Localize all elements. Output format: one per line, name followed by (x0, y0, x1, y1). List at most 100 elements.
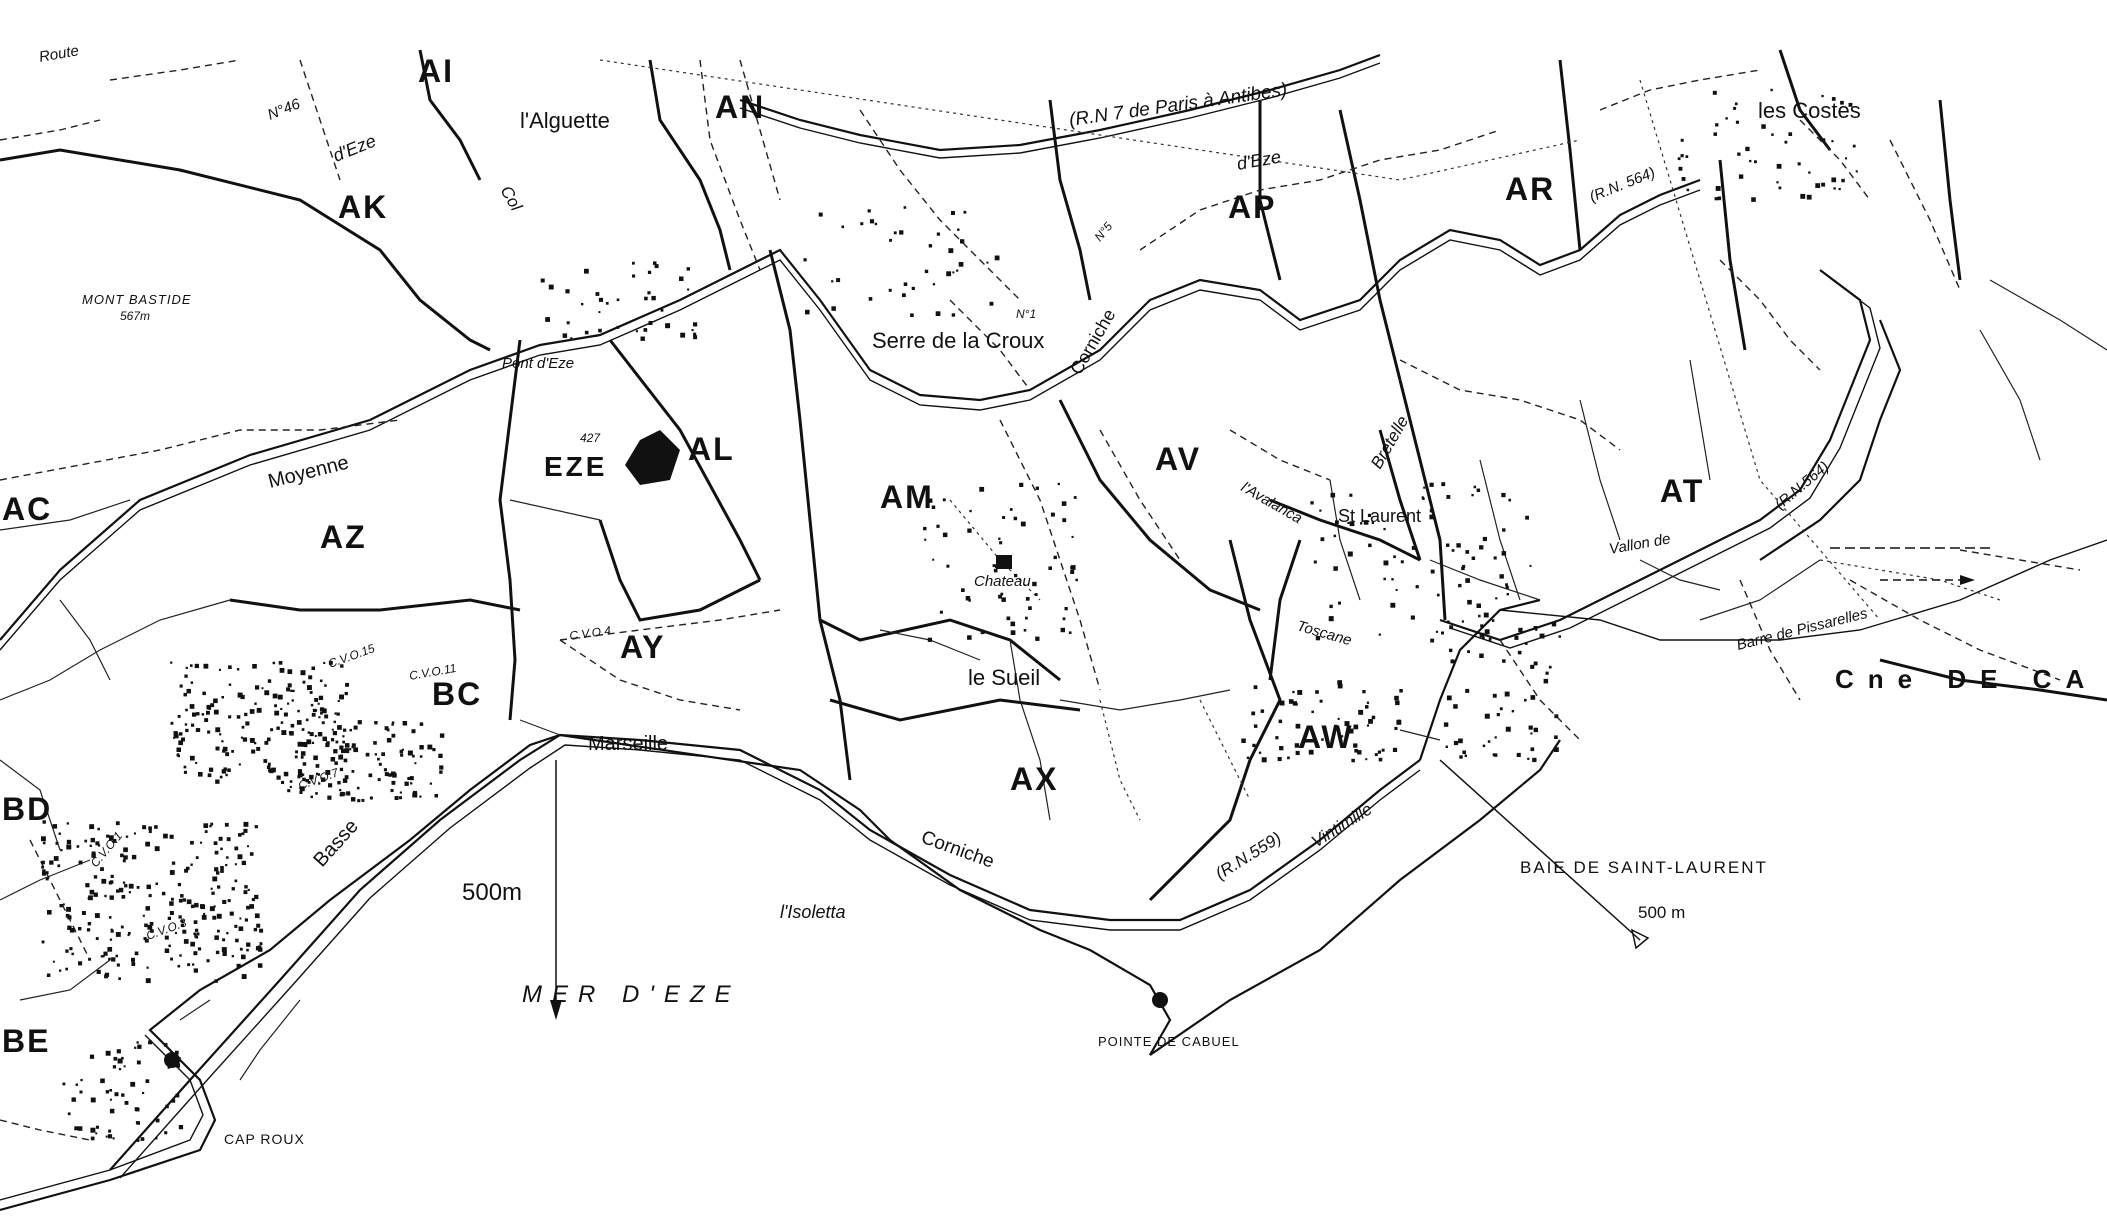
building-dot (632, 261, 635, 265)
road-col-eze: Col (497, 183, 527, 216)
section-label: AL (688, 431, 735, 467)
building-dot (1288, 699, 1294, 704)
building-dot (42, 871, 47, 876)
building-dot (1478, 614, 1481, 618)
building-dot (154, 846, 160, 852)
building-dot (235, 938, 239, 943)
road-rn564: (R.N. 564) (1587, 164, 1658, 206)
section-label: AY (620, 629, 666, 665)
building-dot (967, 635, 972, 640)
building-dot (1677, 157, 1681, 161)
building-dot (192, 963, 195, 966)
building-dot (171, 1099, 176, 1103)
building-dot (932, 283, 936, 286)
building-dot (1381, 748, 1385, 752)
building-dot (1261, 757, 1267, 763)
road-rn7: (R.N 7 de Paris à Antibes) (1068, 80, 1289, 131)
building-dot (183, 692, 187, 697)
building-dot (1735, 120, 1739, 124)
building-dot (1366, 701, 1370, 704)
building-dot (1060, 627, 1065, 633)
building-dot (1430, 638, 1435, 643)
building-dot (342, 740, 345, 744)
building-dot (193, 951, 198, 956)
building-dot (116, 963, 120, 967)
building-dot (841, 225, 845, 229)
building-dot (686, 267, 690, 271)
building-dot (69, 947, 73, 951)
building-dot (134, 1046, 137, 1049)
road-cvo4: C.V.O.4 (568, 623, 612, 643)
building-dot (210, 887, 213, 890)
building-dot (66, 906, 71, 912)
building-dot (902, 293, 906, 298)
building-dot (106, 834, 110, 838)
building-dot (1002, 516, 1006, 519)
building-dot (238, 926, 244, 931)
building-dot (342, 792, 346, 796)
building-dot (256, 707, 262, 713)
building-dot (1062, 518, 1067, 523)
building-dot (175, 1050, 179, 1055)
building-dot (95, 841, 100, 846)
building-dot (1394, 726, 1398, 730)
building-dot (1733, 106, 1737, 110)
building-dot (1848, 102, 1853, 107)
road-rn559: (R.N.559) (1212, 828, 1285, 883)
building-dot (194, 663, 199, 669)
building-dot (334, 761, 338, 765)
building-dot (1321, 738, 1324, 741)
building-dot (965, 596, 971, 601)
building-dot (570, 337, 573, 340)
building-dot (963, 210, 967, 214)
building-dot (339, 745, 344, 750)
building-dot (1535, 628, 1538, 631)
building-dot (1422, 497, 1425, 500)
building-dot (1751, 197, 1756, 202)
building-dot (365, 752, 370, 757)
building-dot (1822, 138, 1826, 142)
building-dot (1831, 97, 1836, 101)
building-dot (105, 1090, 110, 1094)
building-dot (227, 768, 231, 772)
building-dot (190, 664, 193, 667)
building-dot (1496, 713, 1500, 717)
building-dot (220, 847, 223, 851)
building-dot (134, 951, 139, 956)
building-dot (1482, 744, 1486, 748)
building-dot (1241, 738, 1246, 743)
building-dot (281, 780, 285, 784)
building-dot (214, 850, 219, 855)
building-dot (1471, 494, 1474, 497)
building-dot (343, 758, 348, 763)
building-dot (67, 1112, 71, 1116)
building-dot (180, 919, 184, 923)
building-dot (1070, 565, 1076, 570)
building-dot (239, 917, 242, 920)
building-dot (927, 637, 932, 642)
building-dot (142, 825, 147, 830)
building-dot (181, 737, 185, 742)
building-dot (110, 928, 113, 931)
building-dot (1551, 622, 1557, 627)
building-dot (118, 887, 124, 893)
building-dot (66, 839, 72, 845)
building-dot (118, 977, 121, 980)
building-dot (247, 888, 250, 891)
building-dot (1430, 569, 1435, 574)
building-dot (131, 957, 135, 962)
building-dot (1491, 619, 1495, 622)
place-le-sueil: le Sueil (968, 665, 1040, 690)
building-dot (1467, 650, 1470, 654)
building-dot (249, 904, 254, 909)
road-route: Route (38, 42, 80, 66)
building-dot (91, 851, 96, 856)
building-dot (79, 1090, 83, 1094)
building-dot (42, 869, 46, 873)
building-dot (195, 928, 199, 932)
building-dot (357, 799, 361, 803)
place-mont-bastide-alt: 567m (120, 309, 150, 323)
building-dot (241, 725, 245, 729)
building-dot (1394, 695, 1399, 701)
place-caproux: CAP ROUX (224, 1131, 305, 1147)
